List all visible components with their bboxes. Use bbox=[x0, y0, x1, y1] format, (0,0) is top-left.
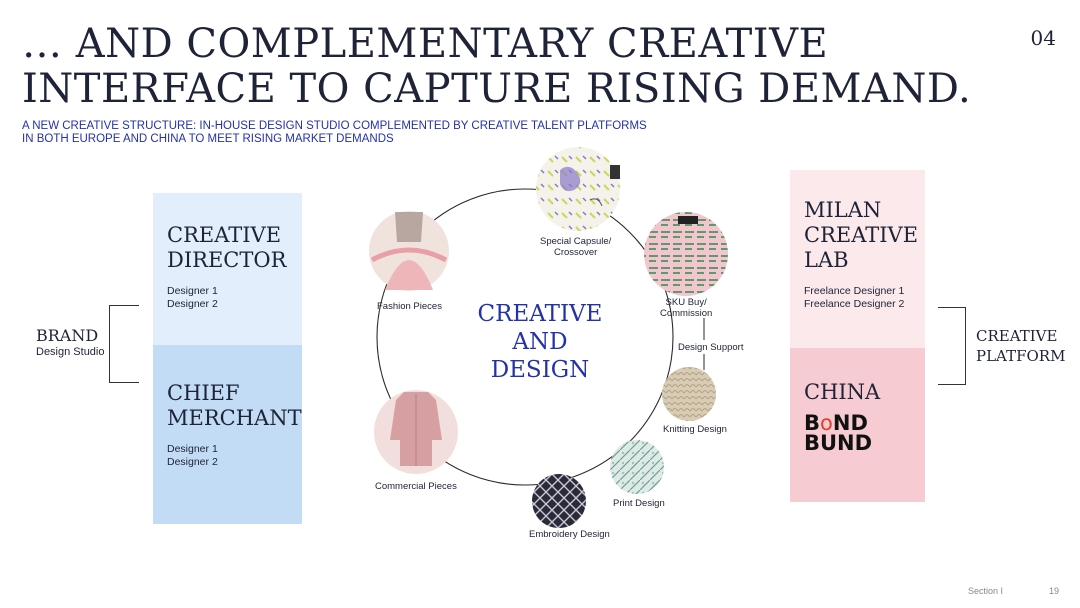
center-title-line-2: AND bbox=[460, 328, 620, 356]
print-node-image bbox=[610, 440, 664, 494]
center-title-line-3: DESIGN bbox=[460, 356, 620, 384]
capsule-node-image bbox=[536, 147, 620, 231]
fashion-pieces-label: Fashion Pieces bbox=[377, 301, 442, 312]
knitting-node-image bbox=[662, 367, 716, 421]
design-support-label: Design Support bbox=[678, 342, 743, 353]
footer-section: Section I bbox=[968, 586, 1003, 596]
center-title-line-1: CREATIVE bbox=[460, 300, 620, 328]
sku-node-image bbox=[644, 212, 728, 296]
embroidery-design-label: Embroidery Design bbox=[529, 529, 610, 540]
center-title: CREATIVE AND DESIGN bbox=[460, 300, 620, 384]
fashion-node-image bbox=[369, 211, 449, 291]
sku-label: SKU Buy/ Commission bbox=[660, 297, 712, 319]
commercial-node-image bbox=[374, 390, 458, 474]
footer-page-number: 19 bbox=[1049, 586, 1059, 596]
capsule-label: Special Capsule/ Crossover bbox=[540, 236, 611, 258]
print-design-label: Print Design bbox=[613, 498, 665, 509]
commercial-pieces-label: Commercial Pieces bbox=[375, 481, 457, 492]
embroidery-node-image bbox=[532, 474, 586, 528]
knitting-design-label: Knitting Design bbox=[663, 424, 727, 435]
